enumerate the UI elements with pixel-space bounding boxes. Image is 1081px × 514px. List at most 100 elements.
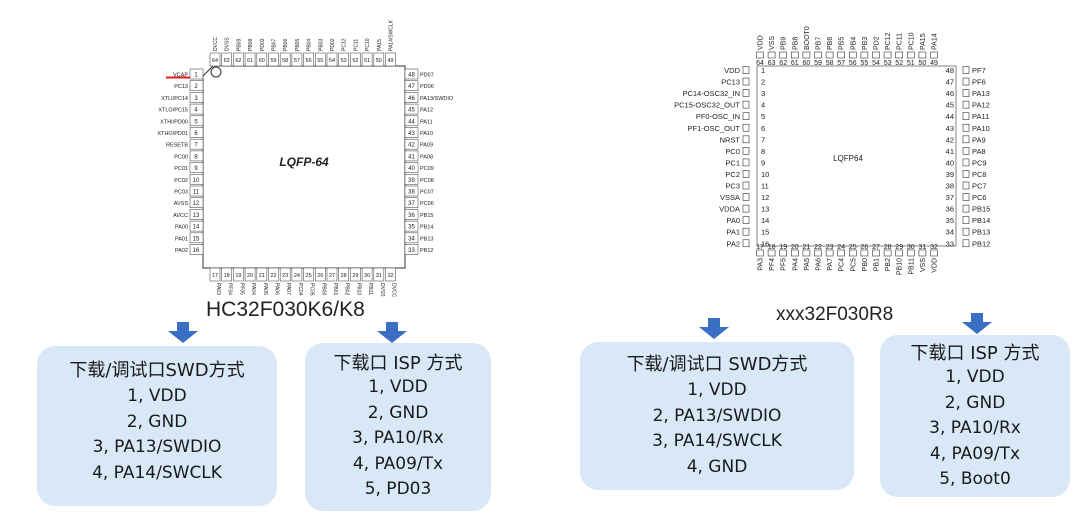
pin-number: 47 — [946, 78, 954, 87]
pin-name: PB04 — [307, 39, 313, 51]
pin-number: 11 — [761, 182, 769, 191]
pin-pad — [848, 51, 857, 59]
pin-number: 43 — [946, 124, 954, 133]
pin-name: PF04 — [227, 283, 233, 295]
pin-number: 20 — [791, 244, 799, 251]
pin-name: PA12 — [420, 108, 433, 114]
box-item: 2, GND — [944, 392, 1006, 413]
box-item: 2, GND — [367, 402, 429, 423]
pin-name: PC12 — [342, 38, 348, 51]
pin-pad — [385, 52, 396, 67]
pin-number: 48 — [946, 66, 954, 75]
pin-name: PA3 — [758, 258, 765, 271]
pin-pad — [742, 77, 750, 86]
pin-pad — [779, 249, 788, 257]
pin-name: PA06 — [274, 283, 280, 295]
pin-number: 56 — [849, 60, 857, 67]
pin-name: PD07 — [420, 73, 434, 79]
left-chip-caption: HC32F030K6/K8 — [206, 298, 365, 321]
pin-name: PC13 — [174, 84, 188, 90]
pin-pad — [404, 244, 419, 255]
pin-pad — [244, 52, 256, 67]
pin-name: PB09 — [236, 39, 242, 51]
pin-pad — [338, 267, 350, 282]
pin-name: PC00 — [174, 154, 188, 160]
pin-number: 31 — [376, 273, 382, 279]
pin-name: RESETB — [166, 143, 188, 149]
pin-number: 22 — [814, 244, 822, 251]
box-item: 2, GND — [126, 411, 188, 432]
pin-name: PC04 — [297, 283, 303, 296]
pin-name: PB9 — [781, 37, 788, 50]
pin-pad — [962, 77, 970, 86]
pin-name: PC09 — [420, 166, 434, 172]
pin-name: PA12 — [972, 101, 990, 110]
pin-name: PB12 — [420, 248, 433, 254]
pin-pad — [906, 249, 915, 257]
pin-pad — [268, 267, 279, 282]
pin-name: PC6 — [972, 193, 987, 202]
pin-pad — [962, 158, 970, 167]
chip-body — [756, 65, 957, 247]
isp-info-box-right: 下载口 ISP 方式 1, VDD 2, GND 3, PA10/Rx 4, P… — [880, 335, 1070, 497]
pin-name: PA4 — [792, 258, 799, 271]
pin-pad — [189, 103, 204, 115]
pin-pad — [860, 51, 869, 59]
pin-number: 42 — [408, 143, 415, 149]
pin1-dot-icon — [210, 66, 222, 78]
pin-number: 2 — [194, 84, 198, 90]
pin-pad — [814, 51, 822, 59]
pin-pad — [373, 267, 385, 282]
pin-pad — [404, 138, 419, 150]
pin-pad — [404, 103, 419, 115]
pin-pad — [314, 52, 326, 67]
pin-pad — [189, 197, 204, 208]
pin-pad — [189, 68, 204, 80]
pin-name: PB14 — [420, 225, 433, 231]
pin-name: PA14/SWCLK — [389, 19, 395, 51]
pin-number: 53 — [341, 58, 347, 64]
box-title: 下载口 ISP 方式 — [910, 343, 1040, 364]
pin-number: 50 — [376, 58, 382, 64]
pin-name: PB6 — [827, 37, 834, 50]
pin-pad — [338, 52, 350, 67]
pin-pad — [404, 209, 419, 220]
pin-name: PA0 — [726, 216, 740, 225]
pin-number: 18 — [224, 273, 230, 279]
pin-name: PA11 — [972, 112, 989, 121]
pin-pad — [742, 216, 750, 224]
pin-pad — [404, 197, 419, 208]
pin-pad — [962, 123, 970, 132]
pin-number: 14 — [761, 216, 769, 225]
pin-pad — [189, 220, 204, 232]
pin-pad — [962, 204, 970, 213]
pin-number: 63 — [768, 60, 776, 67]
pin-name: PF05 — [238, 283, 244, 295]
pin-pad — [962, 135, 970, 144]
pin-name: PC07 — [420, 190, 434, 196]
pin-pad — [268, 52, 279, 67]
pin-number: 30 — [907, 244, 915, 251]
pin-name: PA13 — [972, 89, 990, 98]
pin-number: 13 — [761, 205, 769, 214]
pin-number: 27 — [329, 273, 335, 279]
pin-name: PC08 — [420, 178, 434, 184]
pin-number: 34 — [946, 228, 954, 237]
pin-name: PA9 — [972, 135, 986, 144]
pin-name: PB03 — [318, 39, 324, 51]
pin-name: PA01 — [175, 236, 188, 242]
pin-pad — [404, 174, 419, 185]
pin-name: PF0-OSC_IN — [696, 112, 740, 121]
pin-number: 17 — [212, 273, 218, 279]
pin-pad — [256, 52, 268, 67]
pin-pad — [189, 115, 204, 127]
box-item: 2, PA13/SWDIO — [652, 405, 782, 426]
pin-number: 58 — [282, 58, 288, 64]
pin-name: PC8 — [972, 170, 987, 179]
swd-info-box-right: 下载/调试口 SWD方式 1, VDD 2, PA13/SWDIO 3, PA1… — [580, 342, 854, 490]
pin-name: VDD — [724, 66, 740, 75]
pin-name: PF1-OSC_OUT — [687, 124, 740, 133]
pin-name: PB0 — [862, 258, 869, 271]
pin-name: DVCC — [213, 36, 219, 51]
